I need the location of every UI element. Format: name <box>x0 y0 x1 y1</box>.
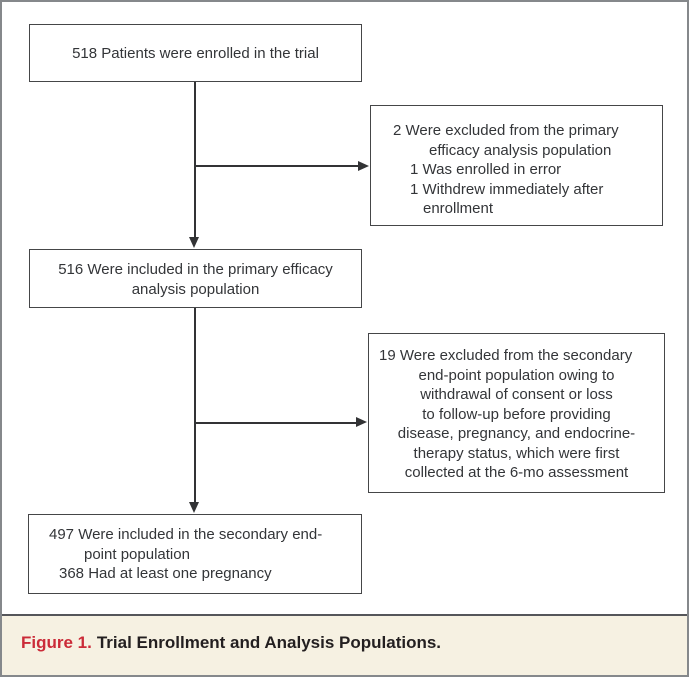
box-excluded-primary-line: 2 Were excluded from the primary <box>393 122 619 139</box>
connector-vertical-1 <box>194 82 196 240</box>
box-excluded-primary-line: 1 Withdrew immediately after <box>410 180 604 198</box>
box-primary-population-line: 516 Were included in the primary efficac… <box>58 261 333 278</box>
box-excluded-secondary: 19 Were excluded from the secondary end-… <box>368 333 665 493</box>
connector-branch-1 <box>194 165 359 167</box>
box-primary-population: 516 Were included in the primary efficac… <box>29 249 362 308</box>
box-excluded-primary: 2 Were excluded from the primary efficac… <box>370 105 663 226</box>
box-excluded-secondary-line: end-point population owing to <box>418 366 615 384</box>
figure-caption-title: Trial Enrollment and Analysis Population… <box>96 633 442 652</box>
box-excluded-secondary-line: withdrawal of consent or loss <box>420 386 613 403</box>
figure-caption-label: Figure 1. <box>21 633 92 652</box>
box-primary-population-line: analysis population <box>131 280 260 298</box>
arrow-right-icon <box>356 417 367 427</box>
box-excluded-secondary-line: disease, pregnancy, and endocrine- <box>397 425 636 442</box>
box-excluded-secondary-line: 19 Were excluded from the secondary <box>379 347 633 364</box>
connector-vertical-2 <box>194 308 196 504</box>
box-secondary-population-line: 368 Had at least one pregnancy <box>59 565 272 582</box>
box-enrolled: 518 Patients were enrolled in the trial <box>29 24 362 82</box>
box-secondary-population-line: 497 Were included in the secondary end- <box>49 526 323 543</box>
box-excluded-primary-line: 1 Was enrolled in error <box>410 161 562 178</box>
box-enrolled-line: 518 Patients were enrolled in the trial <box>72 45 319 62</box>
box-secondary-population: 497 Were included in the secondary end- … <box>28 514 362 594</box>
box-excluded-secondary-line: therapy status, which were first <box>413 444 620 462</box>
box-excluded-primary-line: efficacy analysis population <box>429 141 612 159</box>
box-excluded-secondary-line: to follow-up before providing <box>422 405 611 423</box>
arrow-right-icon <box>358 160 369 171</box>
connector-branch-2 <box>194 422 357 424</box>
box-excluded-secondary-line: collected at the 6-mo assessment <box>404 464 629 481</box>
box-secondary-population-line: point population <box>84 545 190 563</box>
box-excluded-primary-line: enrollment <box>423 200 494 217</box>
arrow-down-icon <box>189 237 199 248</box>
figure-caption: Figure 1.Trial Enrollment and Analysis P… <box>0 614 689 677</box>
arrow-down-icon <box>189 502 199 513</box>
